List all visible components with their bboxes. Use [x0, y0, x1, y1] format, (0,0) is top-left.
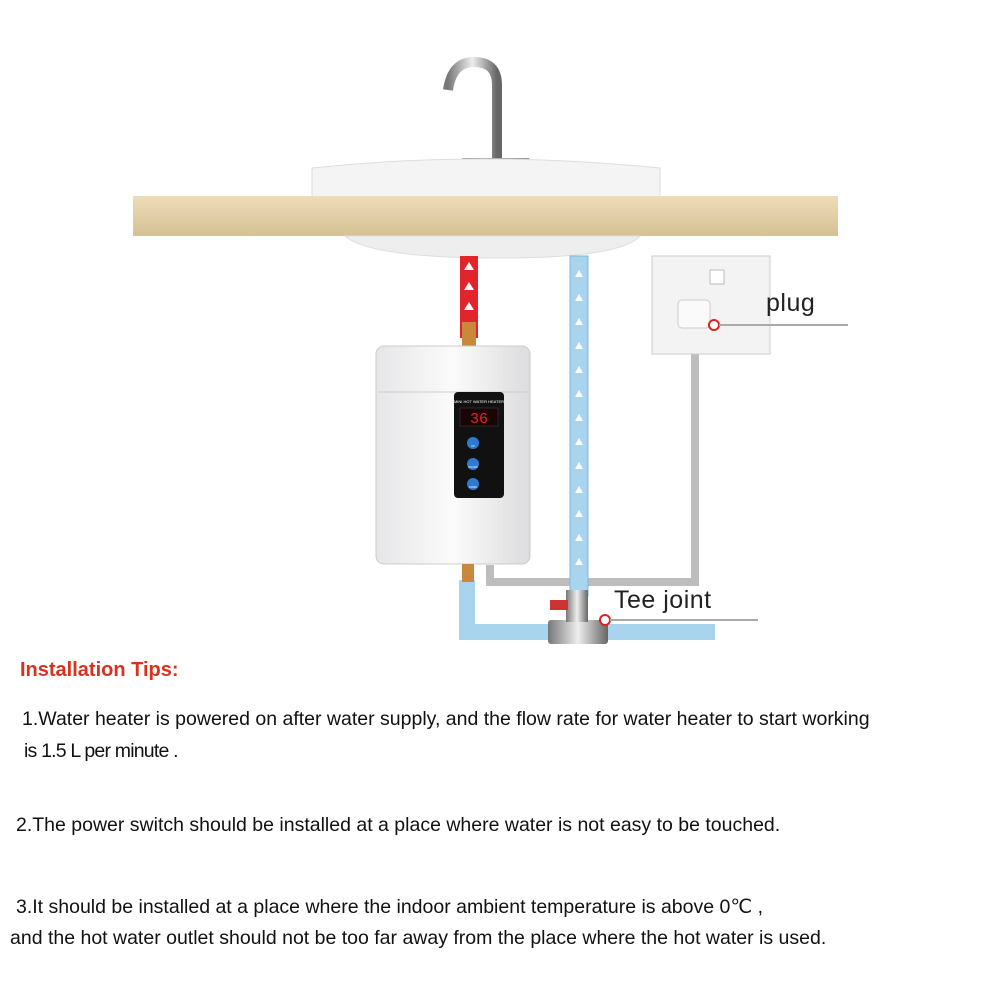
sink-bowl	[311, 158, 661, 199]
power-button[interactable]	[467, 458, 479, 470]
tip-1-line-1: 1.Water heater is powered on after water…	[22, 708, 870, 730]
up-label: UP	[471, 445, 475, 448]
flow-arrow	[575, 366, 583, 373]
tip-1-line-2: is 1.5 L per minute .	[24, 740, 179, 762]
power-cable	[486, 330, 699, 586]
down-label: DOWN	[469, 486, 477, 489]
flow-arrow	[575, 534, 583, 541]
heater-brand: MINI HOT WATER HEATER	[454, 399, 504, 404]
tee-marker	[599, 614, 611, 626]
plug-marker	[708, 319, 720, 331]
flow-arrow	[575, 438, 583, 445]
tip-2: 2.The power switch should be installed a…	[16, 814, 781, 836]
heater-inlet-pipe	[459, 580, 715, 640]
hot-fitting	[462, 322, 476, 346]
flow-arrow	[575, 294, 583, 301]
tee-joint-label: Tee joint	[614, 586, 712, 614]
down-button[interactable]	[467, 478, 479, 490]
tip-3-line-1: 3.It should be installed at a place wher…	[16, 896, 764, 918]
flow-arrow	[575, 342, 583, 349]
tips-title: Installation Tips:	[20, 659, 179, 681]
flow-arrow	[575, 270, 583, 277]
flow-arrow	[575, 462, 583, 469]
cold-water-pipe	[569, 255, 589, 597]
sink-underside	[343, 235, 642, 259]
up-button[interactable]	[467, 437, 479, 449]
flow-arrow	[575, 318, 583, 325]
tee-joint	[548, 590, 608, 644]
power-label: ON/OFF	[468, 466, 478, 469]
installation-diagram: MINI HOT WATER HEATER 36 UP ON/OFF DOWN	[133, 56, 848, 644]
flow-arrow	[575, 486, 583, 493]
flow-arrow	[575, 558, 583, 565]
hot-flow-arrows	[464, 262, 474, 310]
flow-arrow	[575, 414, 583, 421]
water-heater: MINI HOT WATER HEATER 36 UP ON/OFF DOWN	[375, 345, 531, 582]
flow-arrow	[575, 390, 583, 397]
temperature-display: 36	[470, 411, 488, 428]
tip-3-line-2: and the hot water outlet should not be t…	[10, 927, 827, 949]
countertop	[133, 196, 838, 236]
flow-arrow	[575, 510, 583, 517]
faucet	[443, 56, 530, 168]
hot-water-pipe	[460, 256, 478, 338]
wall-socket	[651, 255, 771, 355]
cold-flow-arrows	[575, 270, 583, 565]
plug-label: plug	[766, 289, 816, 317]
